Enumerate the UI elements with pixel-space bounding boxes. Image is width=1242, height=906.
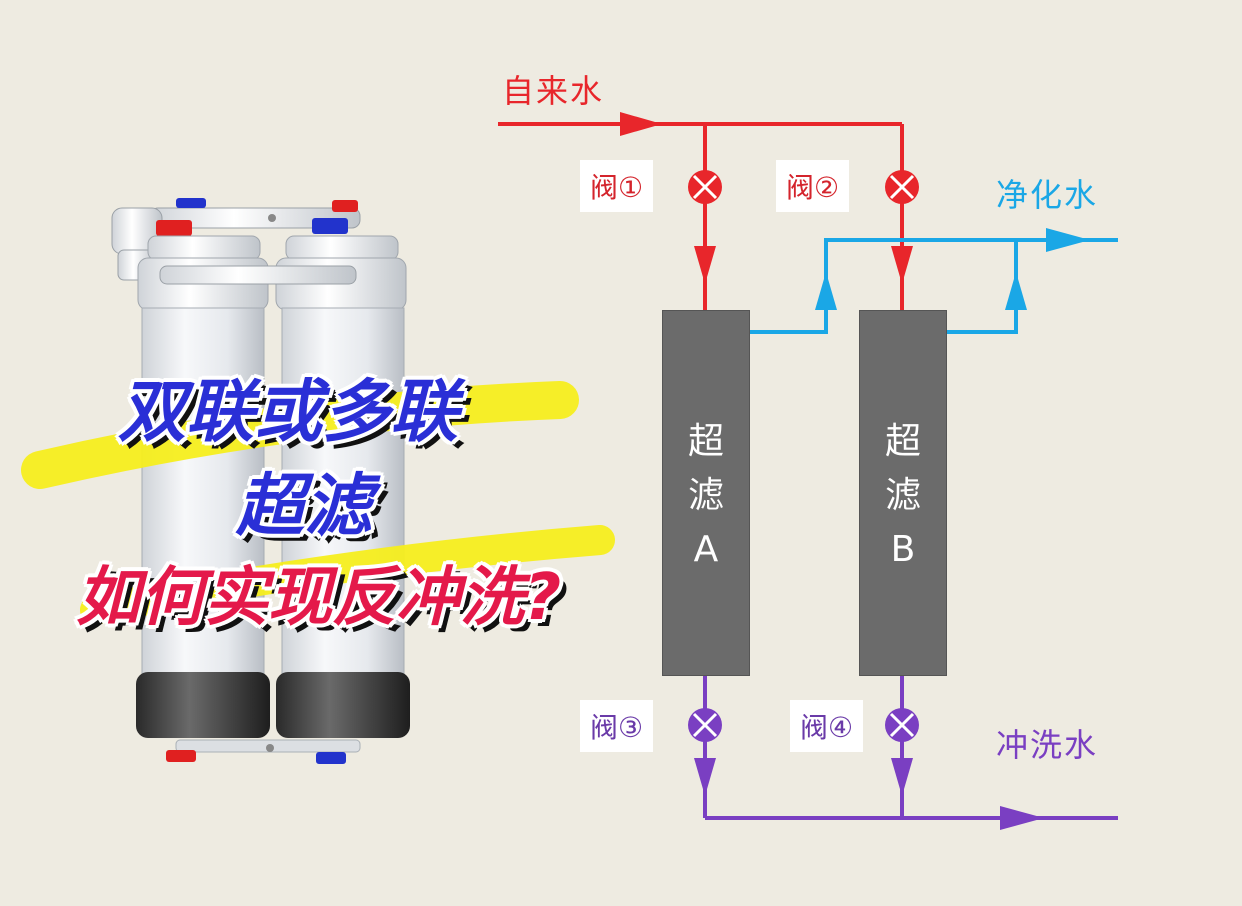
filter-b-label-2: 滤 [884,475,921,516]
highlight-marks [21,381,615,625]
flush-outlet-arrow [1000,806,1044,830]
purified-outlet-arrow [1046,228,1090,252]
inlet-pipework [498,122,904,310]
filter-a-label-1: 超 [687,421,724,462]
purified-arrow-b [1005,272,1027,310]
inlet-label: 自来水 [502,72,605,110]
flush-arrow-b [891,758,913,796]
filter-a-box: 超 滤 A [662,310,750,676]
headline-line-2: 超滤 [236,467,373,546]
valve-3-tag: 阀③ [580,700,654,752]
filter-b-box: 超 滤 B [859,310,947,676]
filter-a-label-2: 滤 [687,475,724,516]
valve-2-symbol [885,170,919,204]
inlet-arrow-b [891,246,913,284]
filter-b-label-1: 超 [884,421,921,462]
flush-label: 冲洗水 [996,726,1099,764]
headline-line-3: 如何实现反冲洗? [76,561,562,635]
filter-b-label-3: B [890,529,916,570]
purified-label: 净化水 [996,176,1099,214]
valve-1-tag: 阀① [580,160,654,212]
valve-3-symbol [688,708,722,742]
headline-line-1: 双联或多联 [118,373,459,452]
twin-filter-illustration [111,198,410,764]
valve-1-symbol [688,170,722,204]
inlet-arrow [620,112,662,136]
valve-2-tag: 阀② [776,160,850,212]
valve-4-tag: 阀④ [790,700,864,752]
flush-arrow-a [694,758,716,796]
purified-arrow-a [815,272,837,310]
inlet-arrow-a [694,246,716,284]
valve-4-symbol [885,708,919,742]
filter-a-label-3: A [693,529,719,570]
